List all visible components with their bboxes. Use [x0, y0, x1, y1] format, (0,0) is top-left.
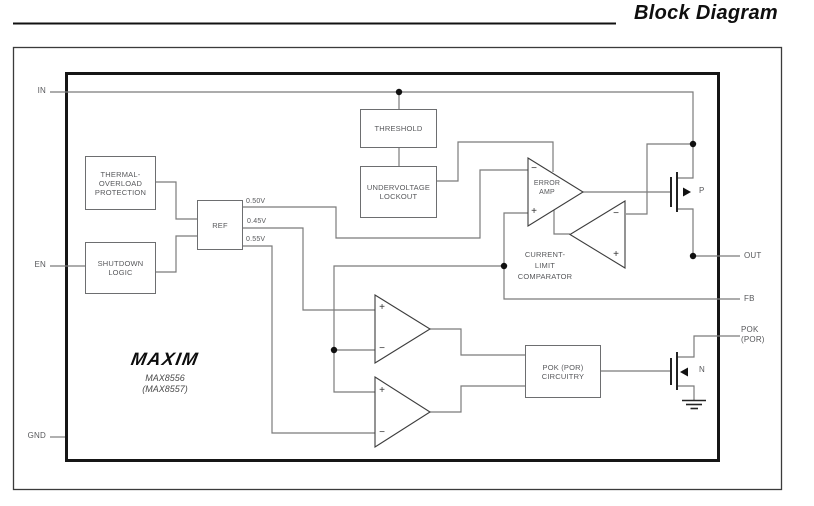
wire-pfet-drain-out [678, 208, 740, 257]
error-amp-label: ERROR AMP [533, 180, 561, 196]
pin-fb: FB [744, 294, 755, 303]
part-number-alt: (MAX8557) [142, 384, 188, 394]
wire-ref-050 [243, 169, 528, 239]
junction-dot-in [395, 88, 403, 96]
current-limit-minus-input: − [613, 208, 619, 219]
ref-voltage-055: 0.55V [246, 236, 266, 243]
wire-uvlo-to-erroramp [437, 141, 554, 182]
pok-upper-plus-input: + [379, 302, 385, 313]
wire-cl-output [553, 209, 570, 235]
wire-ref-045 [243, 227, 375, 311]
wire-comp1-to-pok [430, 328, 526, 356]
ic-outline-box [65, 72, 720, 462]
error-amp-triangle [527, 157, 585, 227]
ref-voltage-050: 0.50V [246, 198, 266, 205]
current-limit-plus-input: + [613, 249, 619, 260]
pin-in: IN [37, 86, 46, 95]
nfet-label: N [699, 365, 705, 374]
block-threshold: THRESHOLD [360, 109, 437, 148]
junction-dot-source [689, 140, 697, 148]
wire-group [50, 91, 740, 438]
triangle-group [374, 157, 626, 449]
pfet-arrow [683, 187, 691, 197]
block-thermal-overload-protection: THERMAL- OVERLOAD PROTECTION [85, 156, 156, 210]
pin-en: EN [34, 260, 46, 269]
junction-dot-comp [330, 346, 338, 354]
pok-lower-minus-input: − [379, 427, 385, 438]
block-ref: REF [197, 200, 243, 250]
wire-fb-branch [333, 265, 504, 393]
error-amp-minus-input: − [531, 163, 537, 174]
wire-thermal-to-ref [156, 181, 198, 220]
part-number: MAX8556 [145, 373, 185, 383]
block-shutdown-logic: SHUTDOWN LOGIC [85, 242, 156, 294]
brand-block: MAXIM MAX8556 (MAX8557) [113, 349, 217, 395]
current-limit-comparator-triangle [568, 200, 626, 269]
wire-comp2-to-pok [430, 385, 526, 413]
block-undervoltage-lockout: UNDERVOLTAGE LOCKOUT [360, 166, 437, 218]
block-pok-circuitry: POK (POR) CIRCUITRY [525, 345, 601, 398]
ground-symbol [682, 399, 706, 410]
pin-gnd: GND [27, 431, 46, 440]
wire-nfet-drain-pok [678, 335, 740, 358]
junction-dots [330, 88, 697, 354]
wire-ref-055 [243, 245, 375, 434]
wire-in-to-cl-minus [626, 143, 693, 215]
wire-nfet-source-gnd [678, 385, 695, 400]
current-limit-comparator-label: CURRENT- LIMIT COMPARATOR [517, 250, 573, 281]
pok-upper-minus-input: − [379, 343, 385, 354]
page-title: Block Diagram [634, 2, 778, 24]
nfet-arrow [680, 367, 688, 377]
pok-upper-comparator-triangle [374, 294, 432, 364]
error-amp-plus-input: + [531, 206, 537, 217]
wire-in-rail [50, 91, 694, 179]
mosfet-group [670, 172, 678, 390]
wire-shutdown-to-ref [156, 235, 198, 273]
maxim-logo: MAXIM [129, 349, 201, 369]
junction-dot-out [689, 252, 697, 260]
pok-lower-plus-input: + [379, 385, 385, 396]
wire-fb [503, 212, 740, 300]
pin-pok: POK (POR) [741, 325, 765, 344]
pfet-label: P [699, 186, 705, 195]
pin-out: OUT [744, 251, 762, 260]
page-border [12, 46, 783, 491]
ref-voltage-045: 0.45V [247, 218, 267, 225]
junction-dot-fb [500, 262, 508, 270]
pok-lower-comparator-triangle [374, 375, 432, 449]
